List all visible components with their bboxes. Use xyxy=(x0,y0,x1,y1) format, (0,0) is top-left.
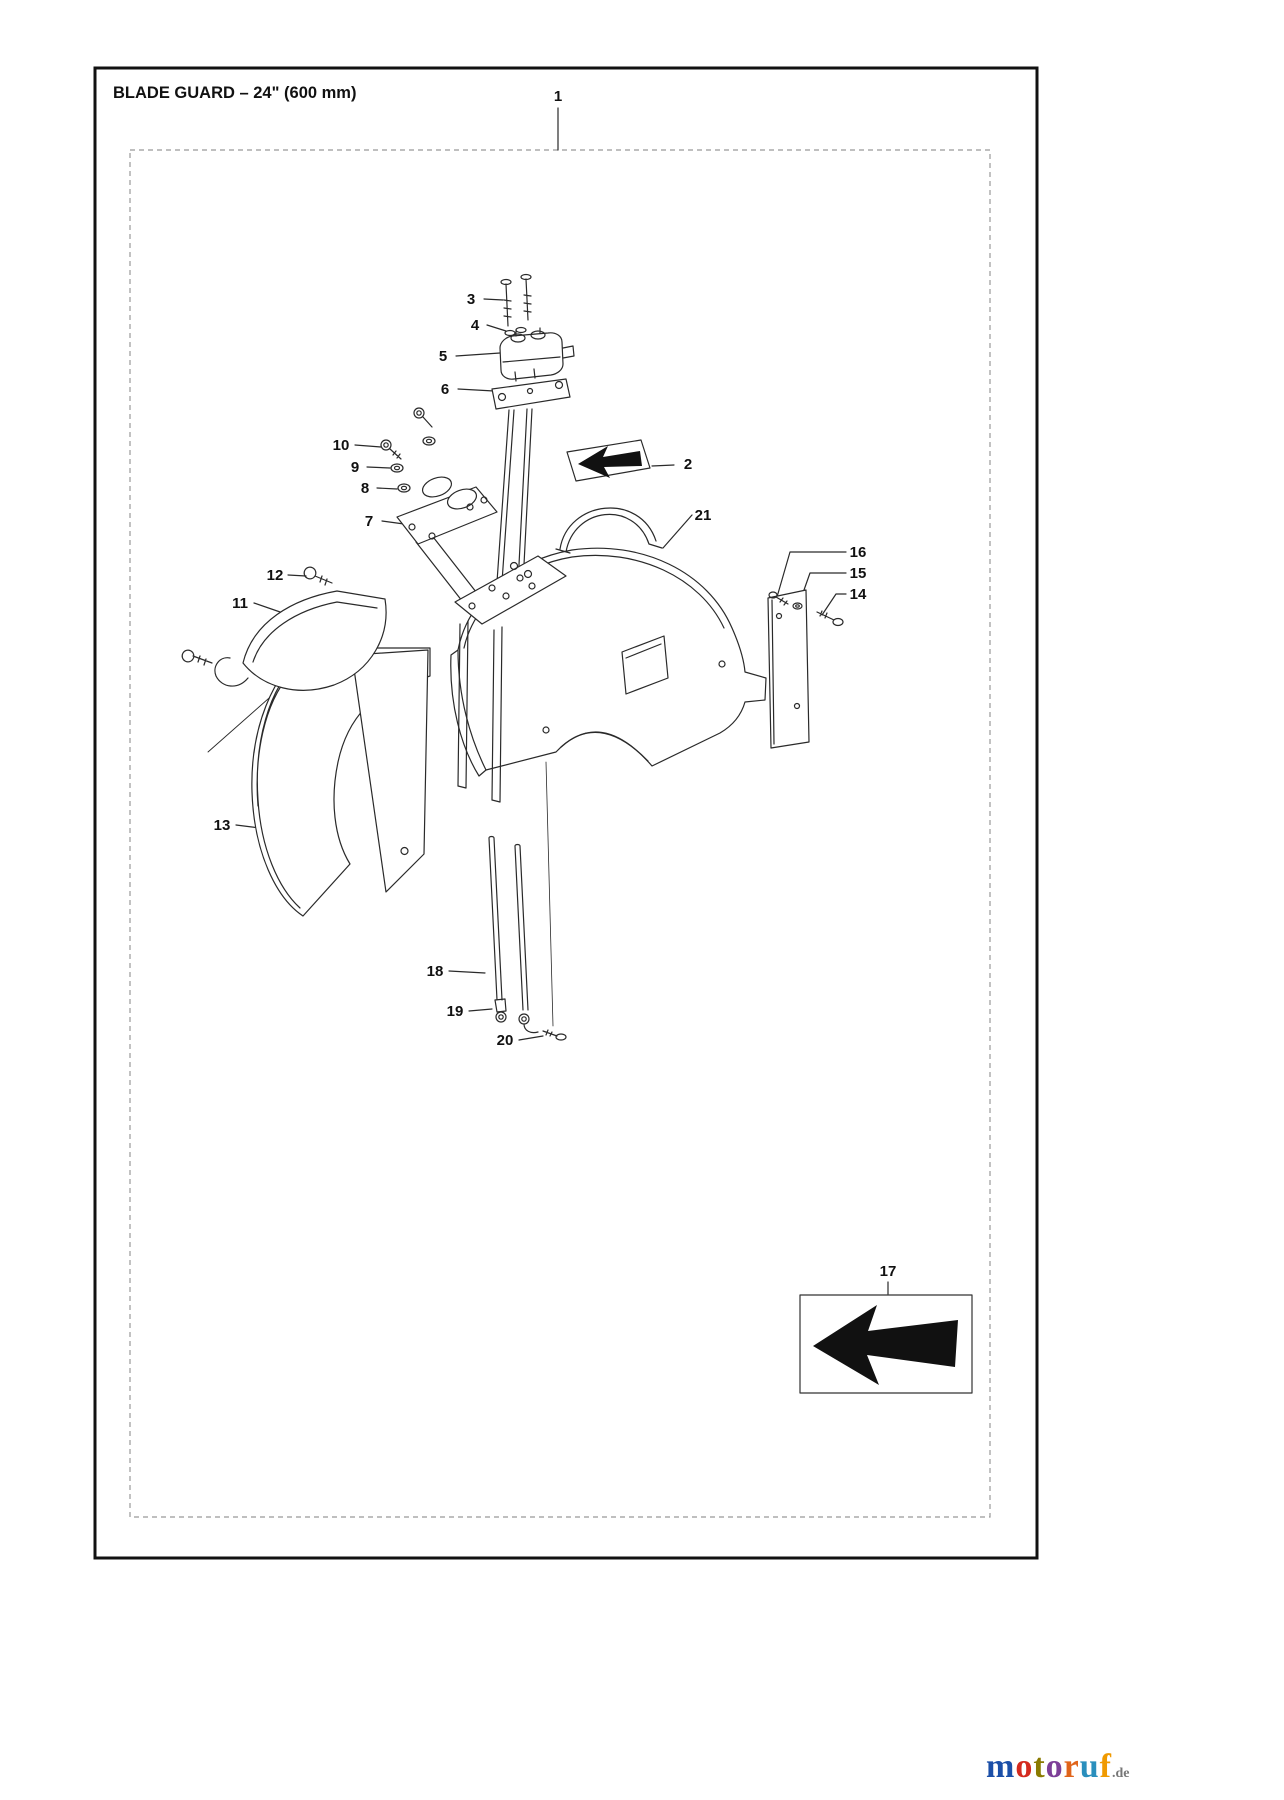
screw-20-icon xyxy=(542,1029,567,1041)
part-label-18: 18 xyxy=(427,963,444,980)
part-7-roller-a xyxy=(421,476,453,498)
part-5-details xyxy=(502,327,575,363)
part-label-19: 19 xyxy=(447,1003,464,1020)
logo-letter: m xyxy=(986,1748,1016,1785)
right-plate-details xyxy=(771,599,801,745)
assembly-boundary xyxy=(129,149,991,1518)
part-7-holes xyxy=(408,496,488,540)
part-label-14: 14 xyxy=(850,586,867,603)
page-title: BLADE GUARD – 24" (600 mm) xyxy=(113,84,356,102)
leader-lines xyxy=(235,107,889,1295)
part-label-1: 1 xyxy=(554,88,562,105)
washer-secondary-icon xyxy=(422,436,436,446)
part-11-details xyxy=(214,601,378,687)
part-label-11: 11 xyxy=(232,595,248,612)
part-label-20: 20 xyxy=(497,1032,514,1049)
part-label-5: 5 xyxy=(439,348,447,365)
screw-12-icon xyxy=(303,566,333,586)
guard-sight-flap xyxy=(621,635,669,695)
logo-word[interactable]: motoruf xyxy=(986,1748,1112,1785)
guard-mount-holes xyxy=(468,561,536,610)
part-11-body xyxy=(242,590,387,691)
logo-letter: r xyxy=(1063,1748,1080,1785)
part-label-2: 2 xyxy=(684,456,692,473)
part-label-6: 6 xyxy=(441,381,449,398)
part-label-3: 3 xyxy=(467,291,475,308)
hardware-14-15-16 xyxy=(768,591,844,627)
part-label-21: 21 xyxy=(695,507,712,524)
part-5-body xyxy=(499,332,564,380)
part-label-10: 10 xyxy=(333,437,350,454)
decal-17-arrow-icon xyxy=(813,1305,958,1385)
part-label-15: 15 xyxy=(850,565,867,582)
part-label-7: 7 xyxy=(365,513,373,530)
part-label-4: 4 xyxy=(471,317,480,334)
guard-sight-flap-fold xyxy=(625,643,662,659)
screw-20-axis xyxy=(545,761,554,1027)
part-label-13: 13 xyxy=(214,817,231,834)
bolt-far-left-icon xyxy=(181,649,213,666)
tube-18 xyxy=(488,835,507,1013)
logo-letter: o xyxy=(1015,1748,1034,1785)
screws-3-icon xyxy=(500,273,532,327)
part-label-9: 9 xyxy=(351,459,359,476)
part-label-8: 8 xyxy=(361,480,369,497)
site-logo[interactable]: motoruf.de xyxy=(986,1750,1130,1784)
page-border xyxy=(93,66,1039,1560)
logo-letter: u xyxy=(1079,1748,1100,1785)
logo-letter: t xyxy=(1033,1748,1046,1785)
part-label-12: 12 xyxy=(267,567,284,584)
upper-water-tubes xyxy=(496,408,533,585)
washer-8-icon xyxy=(397,483,411,493)
part-6-details xyxy=(497,368,564,402)
guard-clamp-plates xyxy=(457,620,503,803)
part-21-handle xyxy=(555,507,663,554)
decal-2-arrow-icon xyxy=(578,446,642,478)
fittings-19-icon xyxy=(495,1011,539,1034)
part-7-plate xyxy=(396,486,498,545)
logo-suffix[interactable]: .de xyxy=(1112,1766,1130,1781)
washer-9-icon xyxy=(390,463,404,473)
bolt-10-icon xyxy=(380,439,402,460)
bolt-secondary-icon xyxy=(413,407,433,428)
logo-letter: f xyxy=(1099,1748,1112,1785)
tube-secondary xyxy=(514,843,529,1011)
washers-4-icon xyxy=(504,326,527,337)
part-label-17: 17 xyxy=(880,1263,897,1280)
part-13-face xyxy=(351,649,429,893)
part-label-16: 16 xyxy=(850,544,867,561)
guard-mount-platform xyxy=(454,555,567,625)
logo-letter: o xyxy=(1045,1748,1064,1785)
